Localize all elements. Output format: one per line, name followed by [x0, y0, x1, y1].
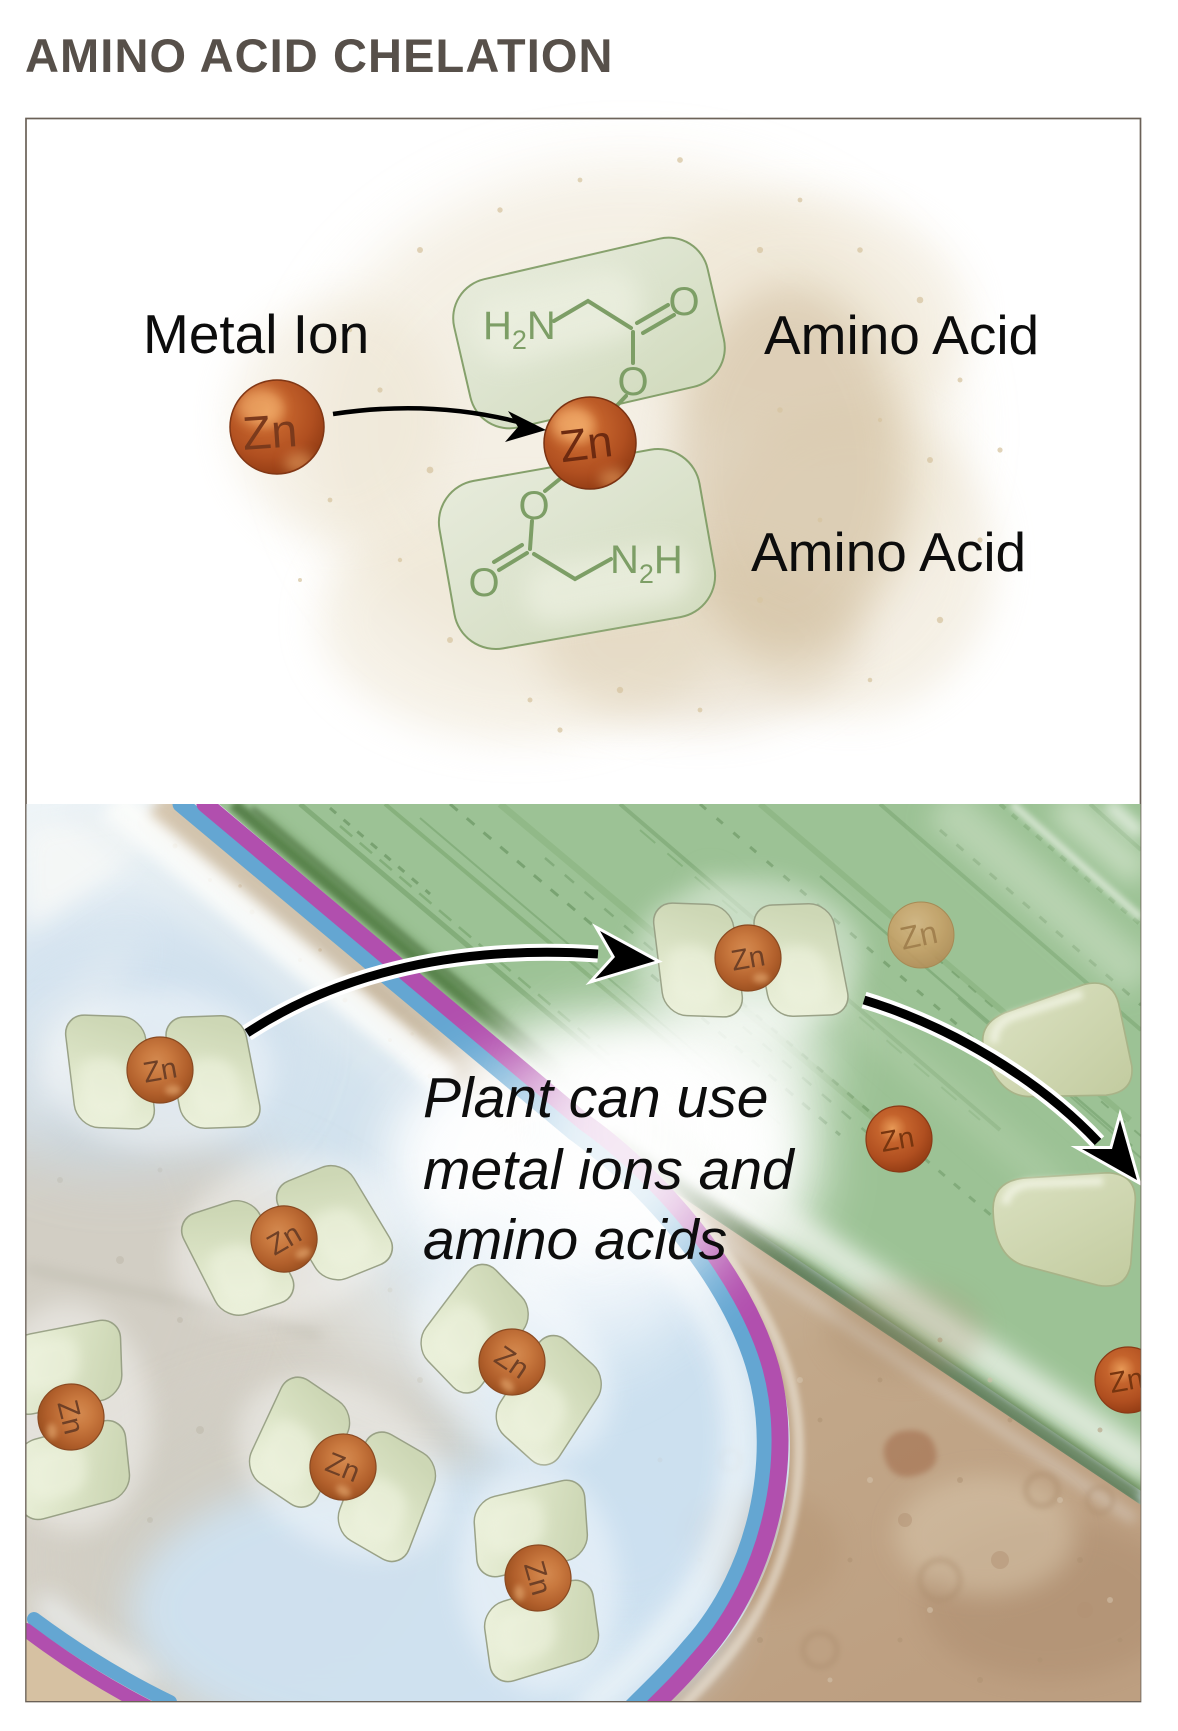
svg-text:Zn: Zn: [897, 914, 941, 957]
svg-text:Plant can use: Plant can use: [423, 1066, 768, 1130]
svg-text:Zn: Zn: [878, 1121, 917, 1158]
svg-text:N2H: N2H: [610, 538, 683, 589]
svg-text:O: O: [518, 484, 549, 528]
svg-text:Zn: Zn: [557, 415, 615, 472]
svg-text:amino acids: amino acids: [423, 1208, 727, 1272]
svg-text:Zn: Zn: [241, 403, 299, 460]
svg-text:Zn: Zn: [1107, 1362, 1146, 1399]
svg-text:O: O: [468, 561, 499, 605]
svg-text:metal ions and: metal ions and: [423, 1138, 796, 1202]
svg-text:O: O: [668, 280, 699, 324]
svg-text:AMINO ACID CHELATION: AMINO ACID CHELATION: [25, 29, 614, 82]
svg-text:Amino Acid: Amino Acid: [764, 304, 1039, 366]
svg-text:Amino Acid: Amino Acid: [751, 521, 1026, 583]
svg-text:H2N: H2N: [483, 304, 556, 355]
svg-text:Metal Ion: Metal Ion: [143, 303, 369, 365]
svg-text:O: O: [617, 360, 648, 404]
